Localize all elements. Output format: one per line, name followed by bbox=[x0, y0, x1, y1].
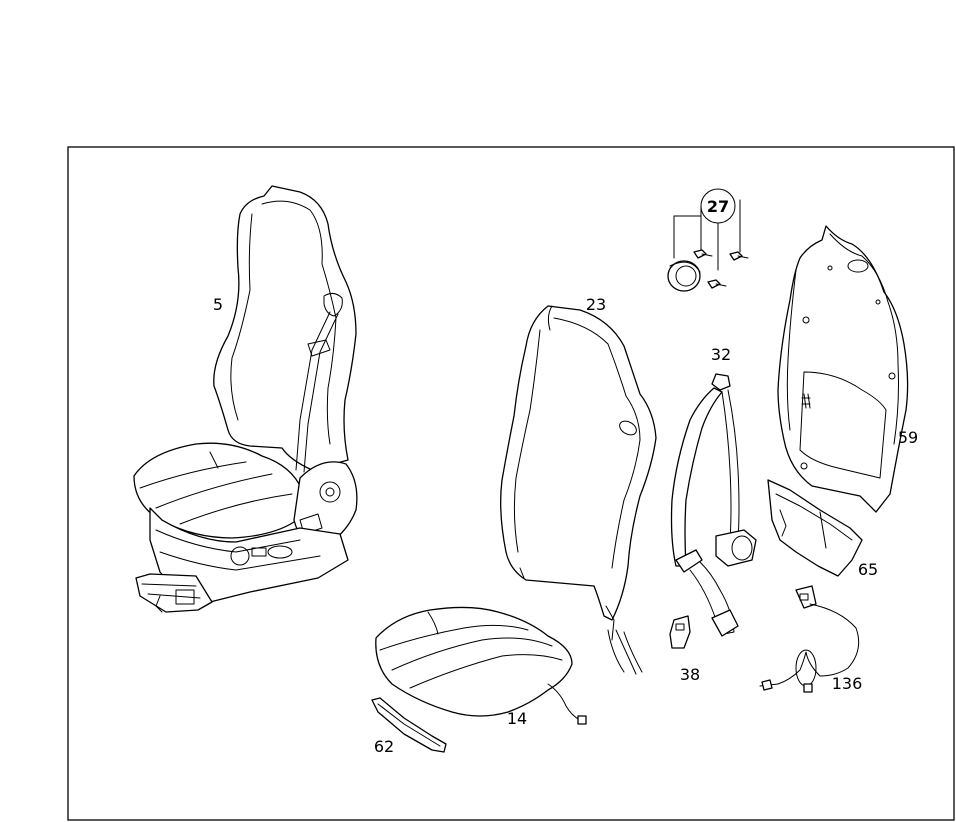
seat-belt-part[interactable] bbox=[670, 373, 757, 637]
backrest-rear-cover-part[interactable] bbox=[777, 225, 909, 513]
lower-cover-part[interactable] bbox=[767, 479, 863, 577]
part-label-65: 65 bbox=[858, 560, 878, 579]
seat-cushion-part[interactable] bbox=[375, 606, 587, 725]
part-label-136: 136 bbox=[832, 674, 863, 693]
part-label-23: 23 bbox=[586, 295, 606, 314]
part-label-38: 38 bbox=[680, 665, 700, 684]
part-label-32: 32 bbox=[711, 345, 731, 364]
part-label-5: 5 bbox=[213, 295, 223, 314]
wiring-harness-part[interactable] bbox=[759, 585, 860, 693]
diagram-frame bbox=[67, 146, 955, 821]
belt-buckle-part[interactable] bbox=[669, 615, 691, 649]
mounting-screws-part[interactable] bbox=[667, 188, 749, 292]
trim-strip-part[interactable] bbox=[371, 697, 447, 753]
complete-seat-part[interactable] bbox=[133, 185, 358, 613]
part-label-14: 14 bbox=[507, 709, 527, 728]
part-label-62: 62 bbox=[374, 737, 394, 756]
part-label-27: 27 bbox=[707, 197, 729, 216]
part-label-59: 59 bbox=[898, 428, 918, 447]
backrest-part[interactable] bbox=[500, 305, 657, 675]
